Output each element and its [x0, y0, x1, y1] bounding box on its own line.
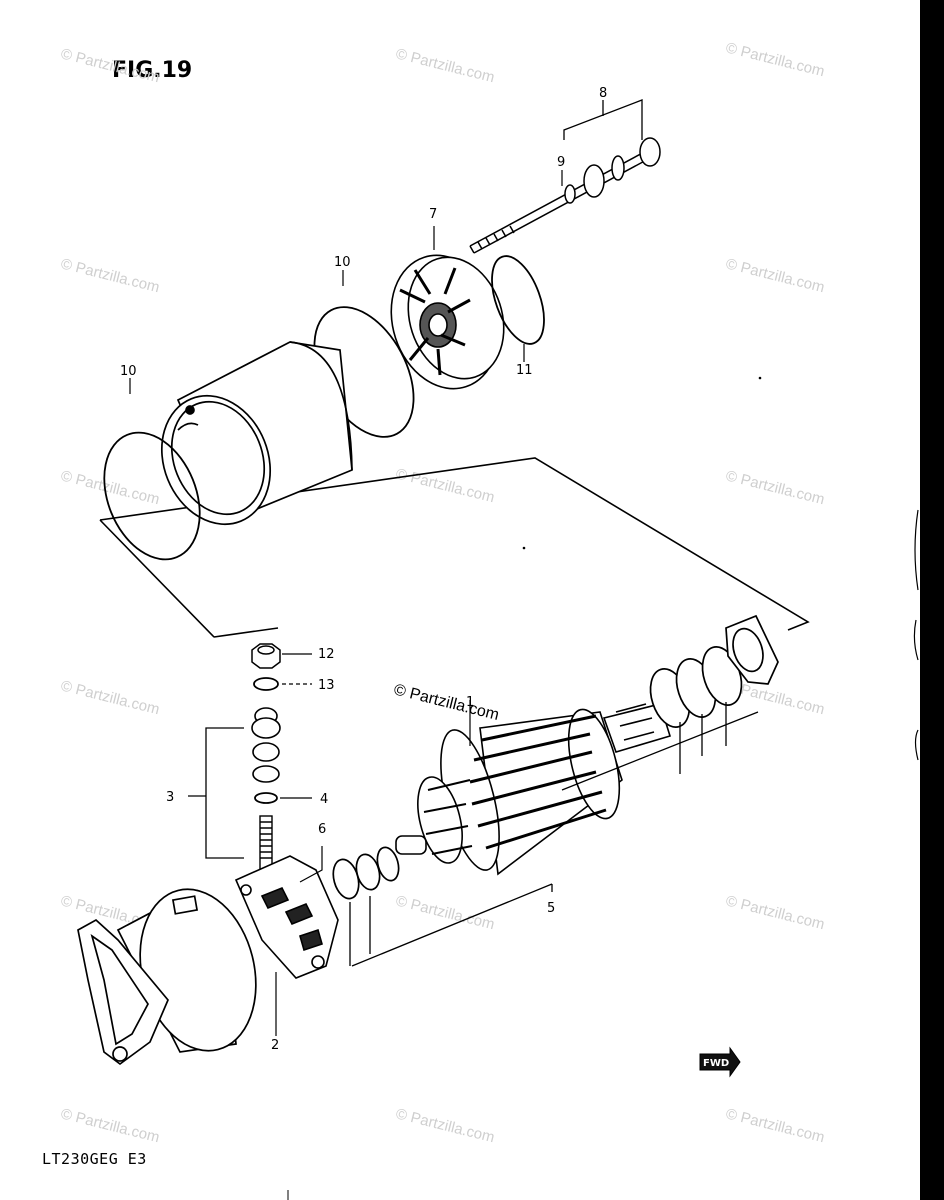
watermark: © Partzilla.com: [724, 39, 826, 80]
model-code: LT230GEG E3: [42, 1150, 147, 1168]
end-cover: [77, 888, 257, 1066]
nut: [251, 643, 281, 669]
callout-2: 2: [271, 1038, 279, 1053]
through-bolt: [469, 137, 661, 254]
armature: [395, 703, 672, 876]
callout-10-lower: 10: [120, 364, 137, 379]
callout-9: 9: [557, 155, 565, 170]
callout-8-bracket: [563, 99, 643, 140]
figure-title: FIG.19: [112, 58, 193, 83]
watermark: © Partzilla.com: [59, 255, 161, 296]
brush-holder: [234, 855, 339, 979]
watermark: © Partzilla.com: [724, 255, 826, 296]
callout-3: 3: [166, 790, 174, 805]
watermark: © Partzilla.com: [59, 467, 161, 508]
watermark-center: © Partzilla.com: [392, 681, 501, 724]
watermark: © Partzilla.com: [394, 1105, 496, 1146]
callout-5: 5: [547, 901, 555, 916]
terminal-bolt: [259, 815, 273, 871]
washer-set-left: [332, 846, 400, 900]
watermark: © Partzilla.com: [724, 467, 826, 508]
watermark: © Partzilla.com: [724, 1105, 826, 1146]
watermark: © Partzilla.com: [724, 892, 826, 933]
o-ring: [491, 255, 545, 345]
callout-5-bracket: [349, 883, 553, 967]
callout-12: 12: [318, 647, 335, 662]
callout-4: 4: [320, 792, 328, 807]
callout-10-upper: 10: [334, 255, 351, 270]
watermark: © Partzilla.com: [394, 45, 496, 86]
page-edge: [920, 0, 944, 1200]
callout-1: 1: [466, 695, 474, 710]
rear-housing: [390, 254, 505, 390]
callout-7: 7: [429, 207, 437, 222]
callout-6: 6: [318, 822, 326, 837]
watermark: © Partzilla.com: [59, 1105, 161, 1146]
o-ring-small: [254, 792, 278, 804]
watermark: © Partzilla.com: [59, 45, 161, 86]
washer: [253, 677, 279, 691]
adjacent-page-fragment: [913, 509, 919, 761]
forward-arrow: FWD: [699, 1046, 741, 1078]
callout-8: 8: [599, 86, 607, 101]
washer-set-right: [649, 614, 779, 728]
o-ring-large-lower: [103, 431, 201, 561]
callout-11: 11: [516, 363, 533, 378]
assembly-outline: [99, 457, 810, 638]
callout-5-right-bracket: [561, 702, 759, 791]
motor-yoke: [160, 341, 353, 526]
callout-labels: 1 2 3 4 5 6 7 8 9 10 10 11 12 13: [120, 86, 607, 1053]
callout-13: 13: [318, 678, 335, 693]
insulator-set: [251, 707, 281, 783]
watermark: © Partzilla.com: [59, 677, 161, 718]
callout-3-bracket: [205, 727, 244, 859]
fwd-label: FWD: [703, 1058, 729, 1069]
